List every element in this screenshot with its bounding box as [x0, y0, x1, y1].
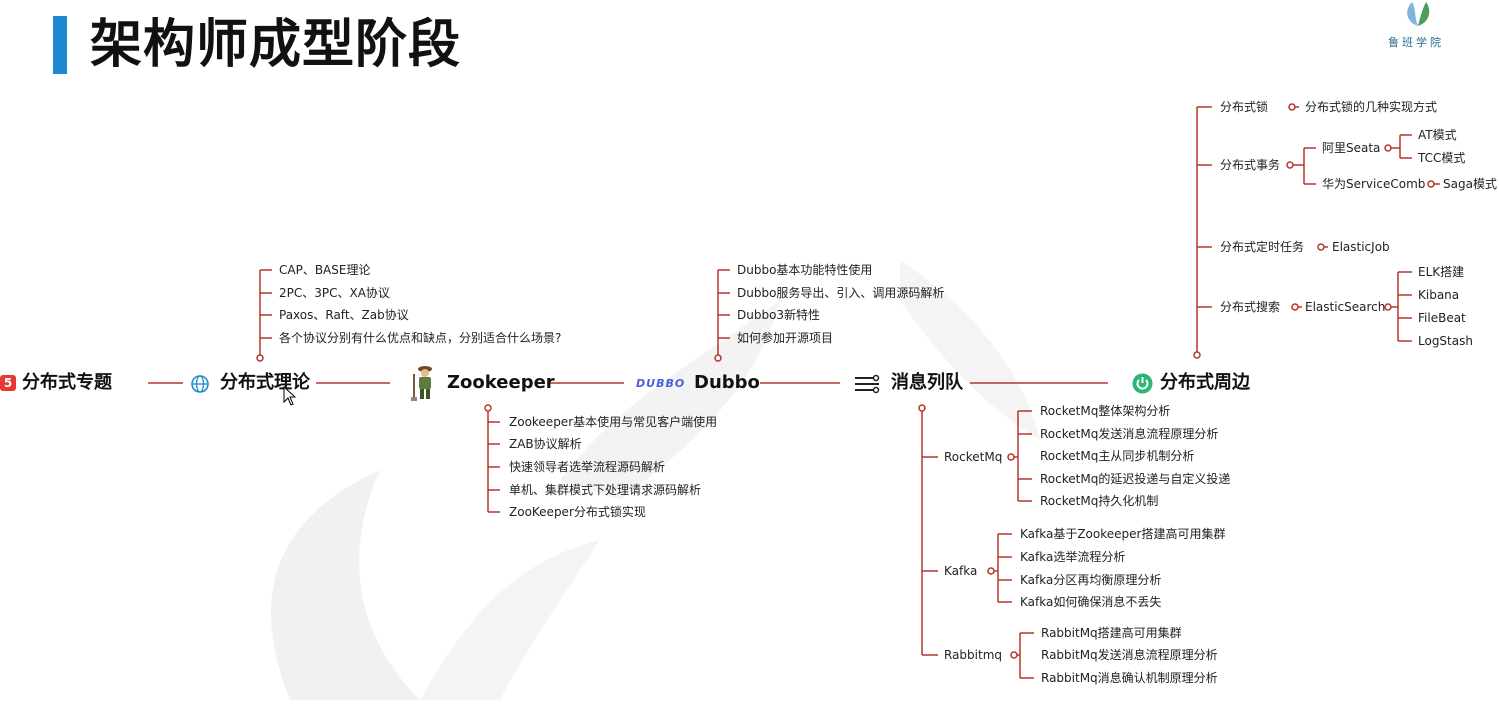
mq-kafka-label[interactable]: Kafka — [944, 564, 978, 578]
node-dubbo[interactable]: Dubbo — [694, 372, 760, 393]
theory-item[interactable]: CAP、BASE理论 — [279, 263, 371, 277]
node-distributed-topic[interactable]: 分布式专题 — [22, 372, 112, 393]
tx-saga-mode[interactable]: Saga模式 — [1443, 177, 1497, 191]
rocketmq-item[interactable]: RocketMq主从同步机制分析 — [1040, 449, 1195, 463]
zookeeper-item[interactable]: 单机、集群模式下处理请求源码解析 — [509, 483, 702, 497]
theory-item[interactable]: 2PC、3PC、XA协议 — [279, 286, 390, 300]
rabbitmq-item[interactable]: RabbitMq消息确认机制原理分析 — [1041, 671, 1218, 685]
search-item[interactable]: LogStash — [1418, 334, 1473, 348]
rocketmq-item[interactable]: RocketMq整体架构分析 — [1040, 404, 1171, 418]
search-item[interactable]: ELK搭建 — [1418, 265, 1465, 279]
globe-icon — [191, 375, 209, 393]
mq-rabbitmq-label[interactable]: Rabbitmq — [944, 648, 1003, 662]
zookeeper-item[interactable]: ZooKeeper分布式锁实现 — [509, 505, 646, 519]
theory-item[interactable]: Paxos、Raft、Zab协议 — [279, 308, 409, 322]
zookeeper-item[interactable]: 快速领导者选举流程源码解析 — [509, 460, 666, 474]
dubbo-logo-icon: DUBBO — [636, 377, 686, 390]
rocketmq-item[interactable]: RocketMq的延迟投递与自定义投递 — [1040, 472, 1231, 486]
logo-text: 鲁班学院 — [1388, 36, 1444, 49]
kafka-item[interactable]: Kafka选举流程分析 — [1020, 550, 1126, 564]
page-title: 架构师成型阶段 — [90, 15, 462, 75]
search-item[interactable]: Kibana — [1418, 288, 1460, 302]
topic-number-badge: 5 — [0, 375, 16, 391]
periphery-lock-label[interactable]: 分布式锁 — [1220, 100, 1269, 114]
mq-rocketmq-label[interactable]: RocketMq — [944, 450, 1003, 464]
node-zookeeper[interactable]: Zookeeper — [447, 372, 555, 393]
mouse-cursor-icon — [283, 386, 297, 406]
zookeeper-mascot-icon — [411, 366, 432, 401]
periphery-search-label[interactable]: 分布式搜索 — [1220, 300, 1281, 314]
rabbitmq-item[interactable]: RabbitMq发送消息流程原理分析 — [1041, 648, 1218, 662]
dubbo-item[interactable]: Dubbo基本功能特性使用 — [737, 263, 873, 277]
title-accent-bar — [53, 16, 67, 74]
kafka-item[interactable]: Kafka基于Zookeeper搭建高可用集群 — [1020, 527, 1226, 541]
dubbo-item[interactable]: Dubbo3新特性 — [737, 308, 821, 322]
tx-seata[interactable]: 阿里Seata — [1322, 141, 1381, 155]
rocketmq-item[interactable]: RocketMq发送消息流程原理分析 — [1040, 427, 1219, 441]
node-message-queue[interactable]: 消息列队 — [891, 372, 963, 393]
dubbo-item[interactable]: Dubbo服务导出、引入、调用源码解析 — [737, 286, 945, 300]
rocketmq-item[interactable]: RocketMq持久化机制 — [1040, 494, 1159, 508]
tx-at-mode[interactable]: AT模式 — [1418, 128, 1457, 142]
tx-tcc-mode[interactable]: TCC模式 — [1418, 151, 1466, 165]
periphery-job-label[interactable]: 分布式定时任务 — [1220, 240, 1305, 254]
zookeeper-item[interactable]: Zookeeper基本使用与常见客户端使用 — [509, 415, 718, 429]
periphery-tx-label[interactable]: 分布式事务 — [1220, 158, 1281, 172]
kafka-item[interactable]: Kafka分区再均衡原理分析 — [1020, 573, 1162, 587]
kafka-item[interactable]: Kafka如何确保消息不丢失 — [1020, 595, 1162, 609]
periphery-lock-item[interactable]: 分布式锁的几种实现方式 — [1305, 100, 1438, 114]
periphery-job-item[interactable]: ElasticJob — [1332, 240, 1390, 254]
search-item[interactable]: FileBeat — [1418, 311, 1466, 325]
leaf-logo-icon — [1407, 2, 1430, 26]
node-distributed-theory[interactable]: 分布式理论 — [220, 372, 310, 393]
theory-item[interactable]: 各个协议分别有什么优点和缺点，分别适合什么场景? — [279, 331, 562, 345]
rabbitmq-item[interactable]: RabbitMq搭建高可用集群 — [1041, 626, 1182, 640]
node-distributed-periphery[interactable]: 分布式周边 — [1160, 372, 1250, 393]
tx-servicecomb[interactable]: 华为ServiceComb — [1322, 177, 1426, 191]
power-icon — [1132, 373, 1153, 394]
search-elasticsearch[interactable]: ElasticSearch — [1305, 300, 1386, 314]
dubbo-item[interactable]: 如何参加开源项目 — [737, 331, 834, 345]
message-queue-icon — [855, 374, 880, 394]
zookeeper-item[interactable]: ZAB协议解析 — [509, 437, 582, 451]
